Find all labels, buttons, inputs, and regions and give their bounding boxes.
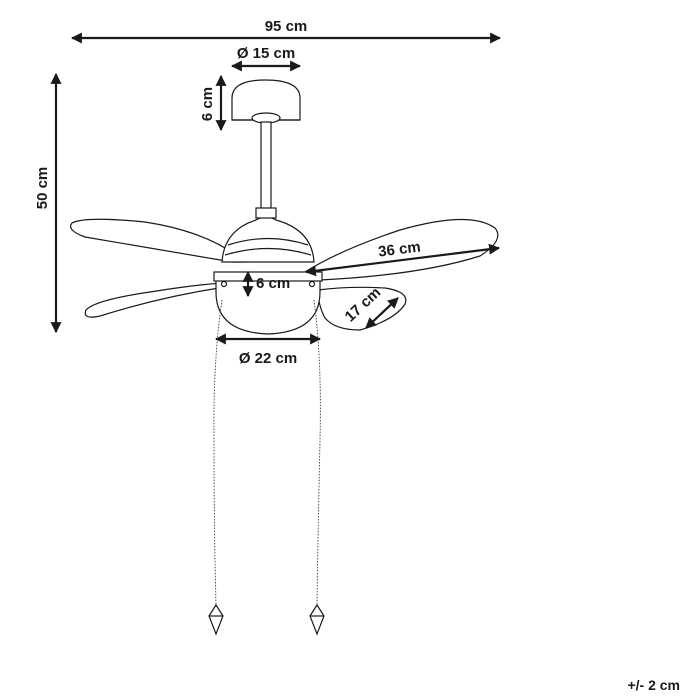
fan-blade-left-lower: [84, 282, 226, 318]
pull-chain-pendant-right: [309, 603, 325, 636]
blade-length-label: 36 cm: [377, 239, 421, 261]
blade-length-arrow: [304, 243, 501, 277]
canopy-height-label: 6 cm: [199, 87, 216, 121]
blade-width-arrow: [365, 297, 399, 329]
fan-blade-left-upper: [69, 218, 247, 263]
pull-chain-pendant-left: [208, 603, 224, 636]
total-width-label: 95 cm: [265, 18, 308, 35]
light-diameter-label: Ø 22 cm: [239, 350, 297, 367]
canopy: [231, 79, 301, 121]
motor-housing: [221, 216, 315, 263]
light-kit-rim: [213, 271, 323, 282]
light-height-label: 6 cm: [256, 275, 290, 292]
pull-chain-left: [213, 299, 223, 606]
motor-top-collar: [255, 207, 277, 219]
total-height-label: 50 cm: [34, 167, 51, 210]
pull-chain-right: [313, 299, 321, 606]
tolerance-note: +/- 2 cm: [627, 677, 680, 693]
dimension-arrows: [50, 32, 502, 345]
downrod: [260, 121, 272, 211]
canopy-diameter-label: Ø 15 cm: [237, 45, 295, 62]
